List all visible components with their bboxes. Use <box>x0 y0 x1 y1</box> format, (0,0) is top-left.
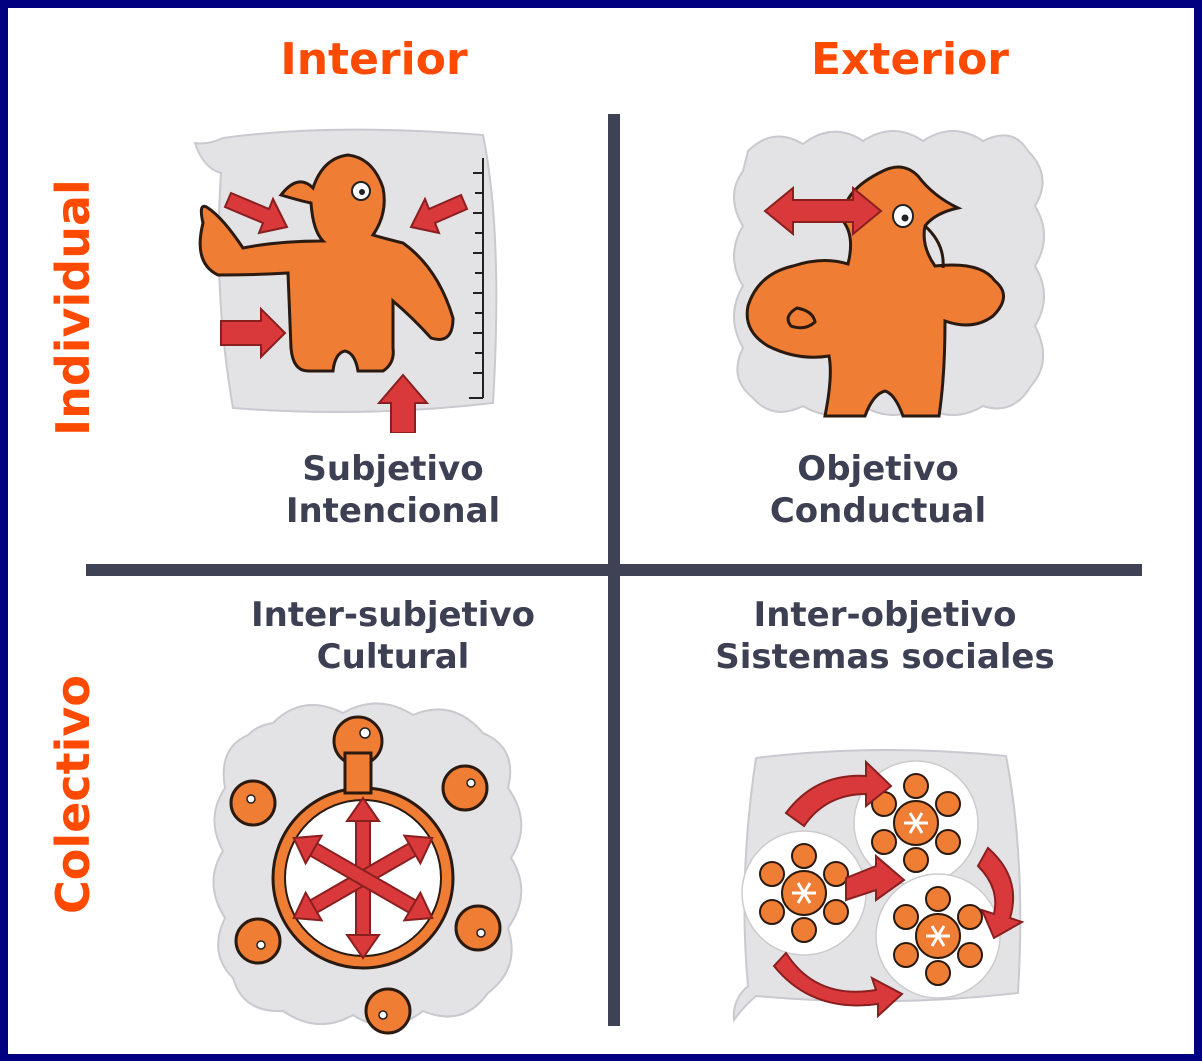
label-objetivo-conductual: Objetivo Conductual <box>718 448 1038 532</box>
header-interior: Interior <box>280 34 468 85</box>
label-objetivo: Objetivo <box>797 449 959 489</box>
collective-interior-illustration <box>212 702 523 1035</box>
label-inter-subjetivo: Inter-subjetivo <box>251 595 535 635</box>
label-subjetivo-intencional: Subjetivo Intencional <box>223 448 563 532</box>
horizontal-divider <box>86 564 1142 576</box>
individual-exterior-illustration <box>733 130 1045 418</box>
row-label-colectivo: Colectivo <box>46 675 100 914</box>
label-conductual: Conductual <box>769 491 987 531</box>
label-subjetivo: Subjetivo <box>302 449 484 489</box>
label-interobjetivo-sistemas: Inter-objetivo Sistemas sociales <box>690 594 1080 678</box>
label-sistemas-sociales: Sistemas sociales <box>715 637 1055 677</box>
collective-exterior-illustration <box>732 748 1025 1023</box>
label-inter-objetivo: Inter-objetivo <box>753 595 1017 635</box>
individual-interior-illustration <box>193 128 498 433</box>
label-intersubjetivo-cultural: Inter-subjetivo Cultural <box>208 594 578 678</box>
row-label-individual: Individual <box>46 179 100 436</box>
header-exterior: Exterior <box>810 34 1010 85</box>
quadrant-slide: Interior Exterior Individual Colectivo <box>8 8 1194 1054</box>
label-intencional: Intencional <box>285 491 501 531</box>
label-cultural: Cultural <box>316 637 470 677</box>
